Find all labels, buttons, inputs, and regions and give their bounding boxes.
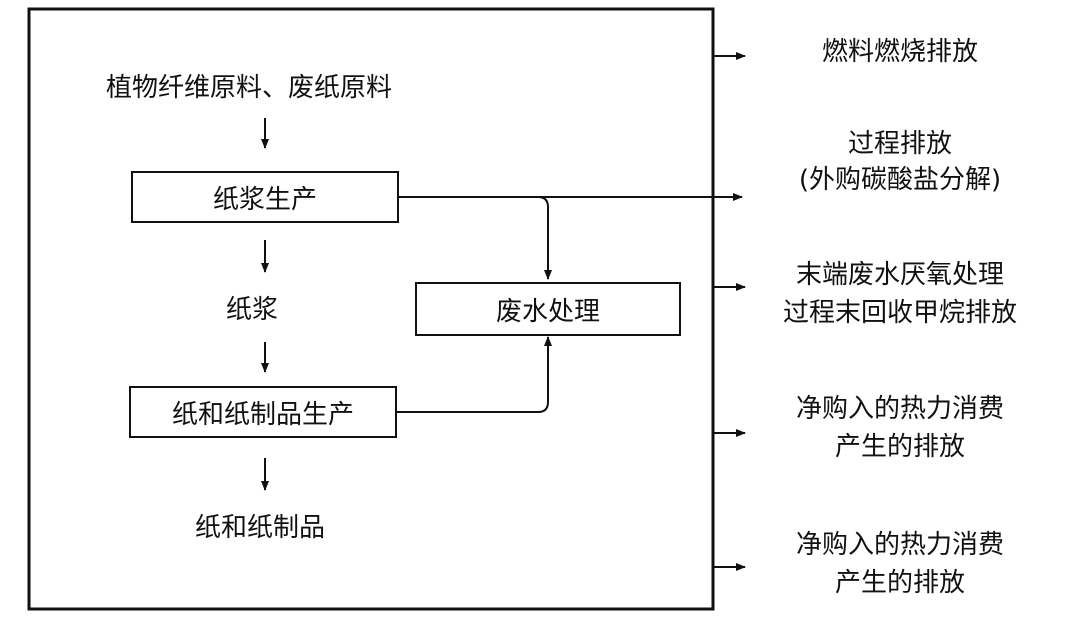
heat-emission-a-line2: 产生的排放 — [834, 432, 965, 462]
paper-production-box: 纸和纸制品生产 — [129, 386, 397, 438]
wastewater-treatment-label: 废水处理 — [495, 296, 600, 327]
paper-production-label: 纸和纸制品生产 — [171, 399, 354, 430]
system-boundary — [27, 7, 715, 611]
fuel-combustion-emission: 燃料燃烧排放 — [821, 37, 978, 67]
wastewater-emission-line2: 过程末回收甲烷排放 — [782, 298, 1017, 328]
connector-paper-to-wastewater — [396, 336, 552, 413]
heat-emission-b-line2: 产生的排放 — [834, 568, 965, 598]
connector-pulp-to-wastewater — [537, 196, 552, 280]
process-emission-line1: 过程排放 — [847, 129, 952, 159]
wastewater-emission-line1: 末端废水厌氧处理 — [795, 260, 1004, 290]
heat-emission-a-line1: 净购入的热力消费 — [795, 394, 1004, 424]
wastewater-treatment-box: 废水处理 — [415, 282, 681, 336]
pulp-production-box: 纸浆生产 — [131, 171, 399, 223]
heat-emission-b-line1: 净购入的热力消费 — [795, 530, 1004, 560]
pulp-production-label: 纸浆生产 — [212, 184, 317, 215]
paper-products-label: 纸和纸制品 — [195, 513, 326, 543]
process-emission-line2: (外购碳酸盐分解) — [798, 165, 1002, 195]
raw-material-label: 植物纤维原料、废纸原料 — [106, 73, 393, 103]
pulp-label: 纸浆 — [226, 295, 279, 325]
